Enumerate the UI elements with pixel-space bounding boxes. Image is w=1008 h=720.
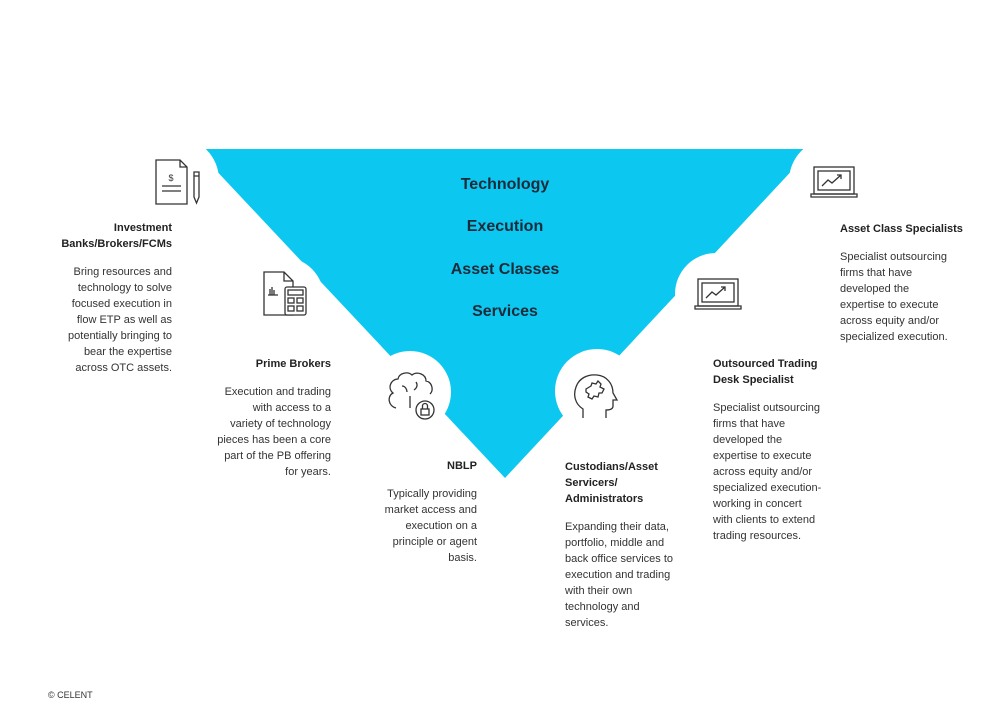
segment-description-line: across OTC assets. xyxy=(75,362,172,374)
copyright: © CELENT xyxy=(48,690,93,700)
center-label-execution: Execution xyxy=(466,218,544,235)
segment-description-line: with their own xyxy=(565,585,633,597)
segment-title-line: Outsourced Trading xyxy=(713,358,818,370)
segment-description: Specialist outsourcing firms that have dev… xyxy=(840,249,963,345)
segment-description-line: firms that have xyxy=(713,418,786,430)
segment-description-line: Specialist outsourcing xyxy=(840,251,948,263)
segment-description-line: technology to solve xyxy=(77,282,172,294)
triangle-fill xyxy=(196,149,812,478)
segment-description-line: Bring resources and xyxy=(73,266,172,278)
icon-circles xyxy=(133,137,875,433)
segment-title-line: NBLP xyxy=(447,460,477,472)
segment-title-line: Investment xyxy=(113,222,172,234)
segment-title: NBLP xyxy=(385,458,477,474)
center-label-services: Services xyxy=(472,303,538,320)
document-calculator-icon xyxy=(263,271,307,316)
segment-description: Expanding their data, portfolio, middle a… xyxy=(565,519,673,631)
center-label-technology: Technology xyxy=(460,176,550,193)
segment-description-line: with clients to extend xyxy=(713,514,816,526)
segment-description-line: across equity and/or xyxy=(713,466,813,478)
segment-description-line: expertise to execute xyxy=(840,299,939,311)
segment-description-line: across equity and/or xyxy=(840,315,940,327)
head-puzzle-icon xyxy=(574,374,619,418)
segment-description-line: working in concert xyxy=(713,498,802,510)
segment-description-line: principle or agent xyxy=(392,536,477,548)
segment-description-line: focused execution in xyxy=(71,298,172,310)
segment-title: Asset Class Specialists xyxy=(840,221,963,237)
segment-description-line: Typically providing xyxy=(387,488,477,500)
segment-description: Bring resources and technology to solve fo… xyxy=(61,264,172,376)
segment-nblp: NBLP Typically providing market access and… xyxy=(385,458,477,566)
segment-description-line: Specialist outsourcing xyxy=(713,402,821,414)
segment-description: Execution and trading with access to a var… xyxy=(217,384,331,480)
segment-description-line: back office services to xyxy=(565,553,674,565)
segment-description-line: specialized execution- xyxy=(713,482,822,494)
segment-description: Specialist outsourcing firms that have dev… xyxy=(713,400,821,544)
segment-description-line: potentially bringing to xyxy=(68,330,172,342)
segment-description-line: specialized execution. xyxy=(840,331,948,343)
segment-title-line: Asset Class Specialists xyxy=(840,223,963,235)
segment-title-line: Administrators xyxy=(565,493,644,505)
segment-description-line: developed the xyxy=(840,283,910,295)
laptop-chart-icon xyxy=(694,278,742,310)
segment-description-line: developed the xyxy=(713,434,783,446)
segment-description-line: Expanding their data, xyxy=(565,521,669,533)
segment-description-line: with access to a xyxy=(252,402,331,414)
segment-description-line: expertise to execute xyxy=(713,450,812,462)
segment-title: Prime Brokers xyxy=(217,356,331,372)
svg-text:$: $ xyxy=(168,173,173,183)
center-label-asset-classes: Asset Classes xyxy=(450,261,560,278)
laptop-chart-icon xyxy=(810,166,858,198)
segment-description-line: variety of technology xyxy=(230,418,331,430)
segment-description-line: Execution and trading xyxy=(224,386,331,398)
segment-description-line: services. xyxy=(565,617,609,629)
segment-description-line: technology and xyxy=(565,601,640,613)
segment-title-line: Prime Brokers xyxy=(255,358,331,370)
segment-title-line: Custodians/Asset xyxy=(565,461,658,473)
segment-description-line: pieces has been a core xyxy=(217,434,331,446)
segment-description-line: market access and xyxy=(384,504,477,516)
segment-title-line: Servicers/ xyxy=(565,477,618,489)
segment-description-line: bear the expertise xyxy=(83,346,172,358)
segment-description: Typically providing market access and exec… xyxy=(385,486,477,566)
segment-description-line: firms that have xyxy=(840,267,913,279)
segment-description-line: for years. xyxy=(285,466,331,478)
segment-description-line: part of the PB offering xyxy=(224,450,331,462)
segment-description-line: execution on a xyxy=(405,520,477,532)
segment-description-line: trading resources. xyxy=(713,530,802,542)
segment-description-line: execution and trading xyxy=(565,569,671,581)
segment-title-line: Banks/Brokers/FCMs xyxy=(61,238,172,250)
segment-title-line: Desk Specialist xyxy=(713,374,794,386)
segment-description-line: portfolio, middle and xyxy=(565,537,665,549)
segment-description-line: basis. xyxy=(448,552,477,564)
segment-description-line: flow ETP as well as xyxy=(76,314,172,326)
invoice-pencil-icon: $ xyxy=(155,159,200,205)
brain-lock-icon xyxy=(388,372,435,420)
